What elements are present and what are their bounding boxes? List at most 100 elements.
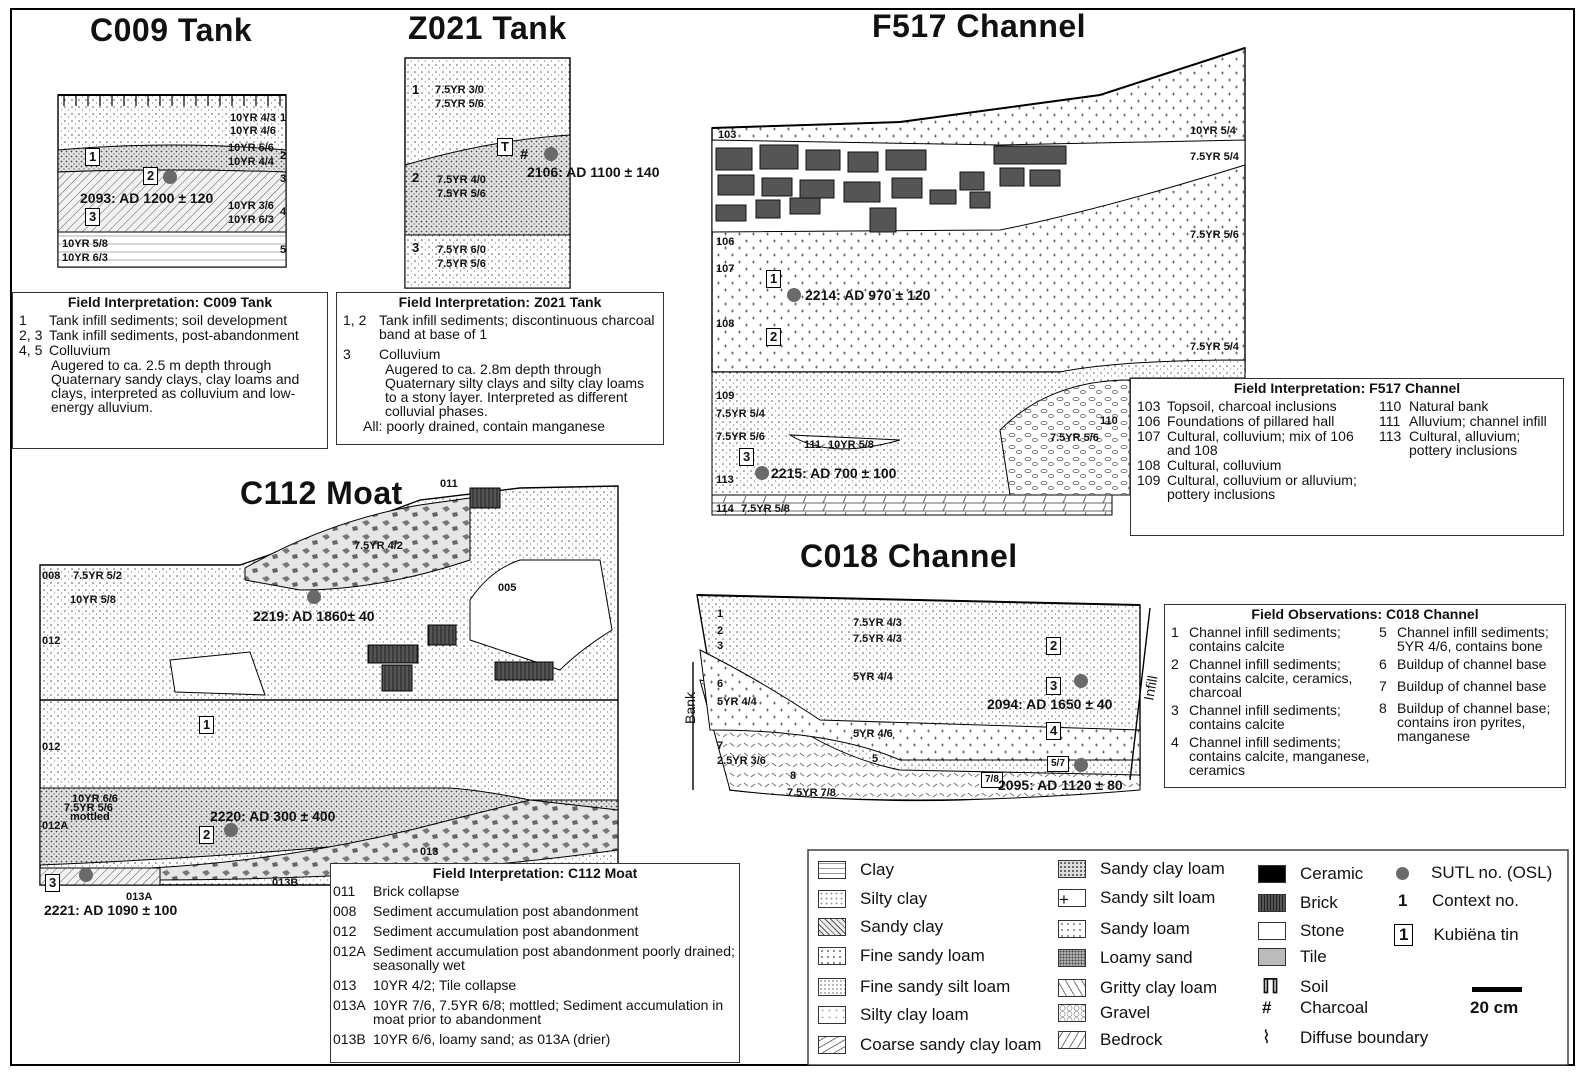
c018-tin: 5/7 — [1047, 756, 1069, 772]
osl-dot — [544, 147, 558, 161]
c009-label: 10YR 4/4 — [228, 156, 274, 168]
legend-item-sandy-clay: Sandy clay — [818, 917, 943, 937]
c018-context: 2 — [717, 625, 724, 637]
c112-context: 011 — [440, 478, 458, 490]
legend-item-gravel: Gravel — [1058, 1003, 1150, 1023]
c018-tin: 3 — [1046, 677, 1062, 695]
title-z021: Z021 Tank — [408, 10, 567, 46]
interp-z021-title: Field Interpretation: Z021 Tank — [398, 294, 602, 310]
legend-item-diffuse-boundary: ⌇Diffuse boundary — [1262, 1027, 1429, 1047]
f517-tin: 1 — [766, 270, 782, 288]
c112-date: 2219: AD 1860± 40 — [253, 608, 375, 624]
c112-context: 012 — [42, 635, 61, 647]
legend-item-charcoal: #Charcoal — [1262, 998, 1369, 1017]
title-c018: C018 Channel — [800, 538, 1018, 574]
legend-item-gritty-clay-loam: Gritty clay loam — [1058, 978, 1217, 998]
interp-c112-title: Field Interpretation: C112 Moat — [432, 865, 638, 881]
scale-label: 20 cm — [1470, 998, 1519, 1017]
z021-date: 2106: AD 1100 ± 140 — [527, 164, 660, 180]
c112-tin: 1 — [199, 716, 215, 734]
osl-dot — [163, 170, 177, 184]
interp-z021-footer: All: poorly drained, contain manganese — [363, 418, 606, 434]
c112-date: 2220: AD 300 ± 400 — [210, 808, 336, 824]
c112-date: 2221: AD 1090 ± 100 — [44, 902, 178, 918]
c018-date: 2095: AD 1120 ± 80 — [998, 777, 1123, 793]
title-f517: F517 Channel — [872, 8, 1087, 44]
c009-tin: 1 — [85, 148, 101, 166]
charcoal-icon: # — [520, 146, 529, 163]
f517-label: 7.5YR 5/4 — [1190, 341, 1239, 353]
c009-section — [57, 94, 287, 268]
osl-dot — [755, 466, 769, 480]
c009-tin: 2 — [143, 167, 159, 185]
osl-dot — [1074, 758, 1088, 772]
c009-context: 3 — [280, 173, 287, 185]
c018-tin: 2 — [1046, 637, 1062, 655]
c112-tin: 3 — [45, 874, 61, 892]
c018-context: 7 — [717, 740, 724, 752]
c018-context: 5 — [872, 753, 879, 765]
legend-item-brick: Brick — [1258, 893, 1338, 913]
interp-c009-extra: Augered to ca. 2.5 m depth through Quate… — [51, 357, 300, 415]
obs-c018-title: Field Observations: C018 Channel — [1251, 606, 1479, 622]
figure-frame — [10, 8, 1575, 1066]
c018-context: 3 — [717, 640, 724, 652]
f517-context: 106 — [716, 236, 735, 248]
soil-icon: ℿ — [1262, 976, 1279, 998]
z021-label: 7.5YR 4/0 — [437, 174, 486, 186]
c112-label: 7.5YR 4/2 — [354, 540, 403, 552]
c112-label: 10YR 6/6 — [72, 793, 118, 805]
c018-label: 2.5YR 3/6 — [717, 755, 766, 767]
interp-c009-title: Field Interpretation: C009 Tank — [67, 294, 273, 310]
c009-label: 10YR 6/3 — [62, 252, 108, 264]
c112-label: mottled — [70, 811, 110, 823]
c112-context: 013B — [272, 877, 299, 889]
z021-label: 7.5YR 3/0 — [435, 84, 484, 96]
z021-label: 7.5YR 5/6 — [435, 98, 484, 110]
c112-context: 012A — [42, 820, 69, 832]
legend-item-clay: Clay — [818, 860, 894, 880]
z021-context: 3 — [412, 240, 420, 255]
f517-label: 10YR 5/8 — [828, 439, 874, 451]
legend-item-loamy-sand: Loamy sand — [1058, 948, 1193, 968]
legend-item-silty-clay-loam: Silty clay loam — [818, 1005, 969, 1025]
c112-tin: 2 — [199, 826, 215, 844]
legend-item-osl: SUTL no. (OSL) — [1396, 863, 1552, 883]
c018-date: 2094: AD 1650 ± 40 — [987, 696, 1113, 712]
title-c112: C112 Moat — [240, 475, 403, 511]
legend-item-fine-sandy-silt-loam: Fine sandy silt loam — [818, 977, 1010, 997]
title-c009: C009 Tank — [90, 12, 253, 48]
osl-dot — [224, 823, 238, 837]
f517-context: 109 — [716, 390, 735, 402]
c009-label: 10YR 6/3 — [228, 214, 274, 226]
c112-context: 013A — [126, 891, 153, 903]
f517-date: 2214: AD 970 ± 120 — [805, 287, 931, 303]
osl-dot — [1074, 674, 1088, 688]
f517-label: 10YR 5/4 — [1190, 125, 1236, 137]
legend-item-bedrock: Bedrock — [1058, 1030, 1162, 1050]
f517-context: 103 — [718, 129, 737, 141]
legend-item-ceramic: Ceramic — [1258, 864, 1363, 884]
c112-context: 012 — [42, 741, 61, 753]
f517-context: 107 — [716, 263, 735, 275]
interp-z021-extra: Augered to ca. 2.8m depth through Quater… — [385, 361, 645, 419]
